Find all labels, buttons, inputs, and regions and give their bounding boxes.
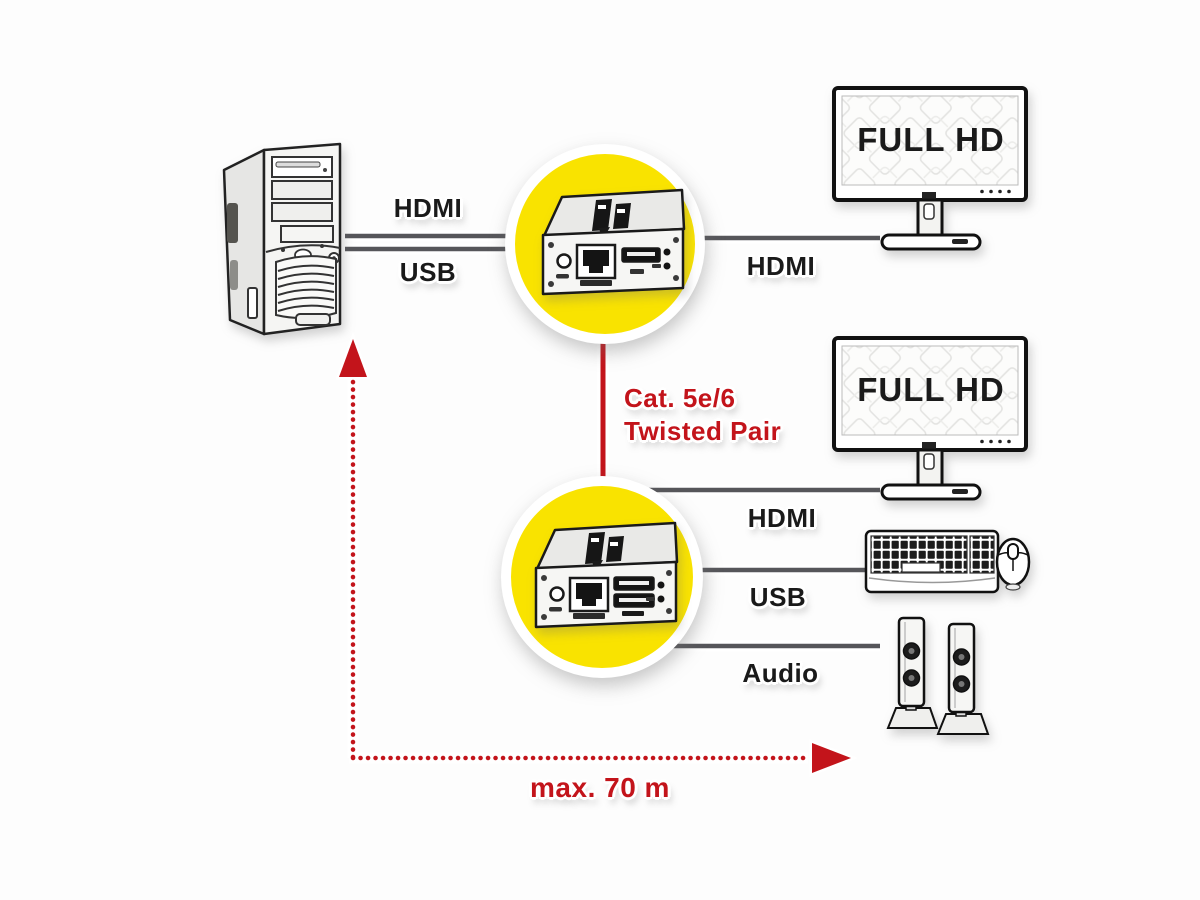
- monitor-top-screen-text: FULL HD: [857, 121, 1005, 158]
- pc-tower-icon: [222, 142, 342, 336]
- distance-arrows: [335, 331, 858, 777]
- mouse-icon: [995, 537, 1031, 591]
- cable-type-label: Cat. 5e/6 Twisted Pair: [624, 382, 781, 447]
- tx-hdmi-label: HDMI: [746, 251, 816, 281]
- pc-hdmi-label: HDMI: [393, 193, 463, 223]
- up-arrowhead: [335, 331, 371, 380]
- cable-type-line1: Cat. 5e/6: [624, 383, 736, 413]
- extender-receiver-icon: [534, 521, 679, 629]
- speakers-icon: [886, 616, 990, 735]
- rx-hdmi-label: HDMI: [747, 503, 817, 533]
- right-arrowhead: [809, 739, 858, 777]
- cable-type-line2: Twisted Pair: [624, 415, 782, 446]
- monitor-bottom-icon: [832, 336, 1028, 501]
- monitor-bottom-screen-text: FULL HD: [857, 371, 1005, 408]
- rx-usb-label: USB: [749, 582, 807, 612]
- rx-audio-label: Audio: [742, 658, 819, 688]
- pc-usb-label: USB: [399, 257, 457, 287]
- keyboard-icon: [864, 529, 1000, 594]
- monitor-top-icon: [832, 86, 1028, 251]
- extender-transmitter-icon: [541, 188, 686, 296]
- max-distance-label: max. 70 m: [530, 772, 670, 803]
